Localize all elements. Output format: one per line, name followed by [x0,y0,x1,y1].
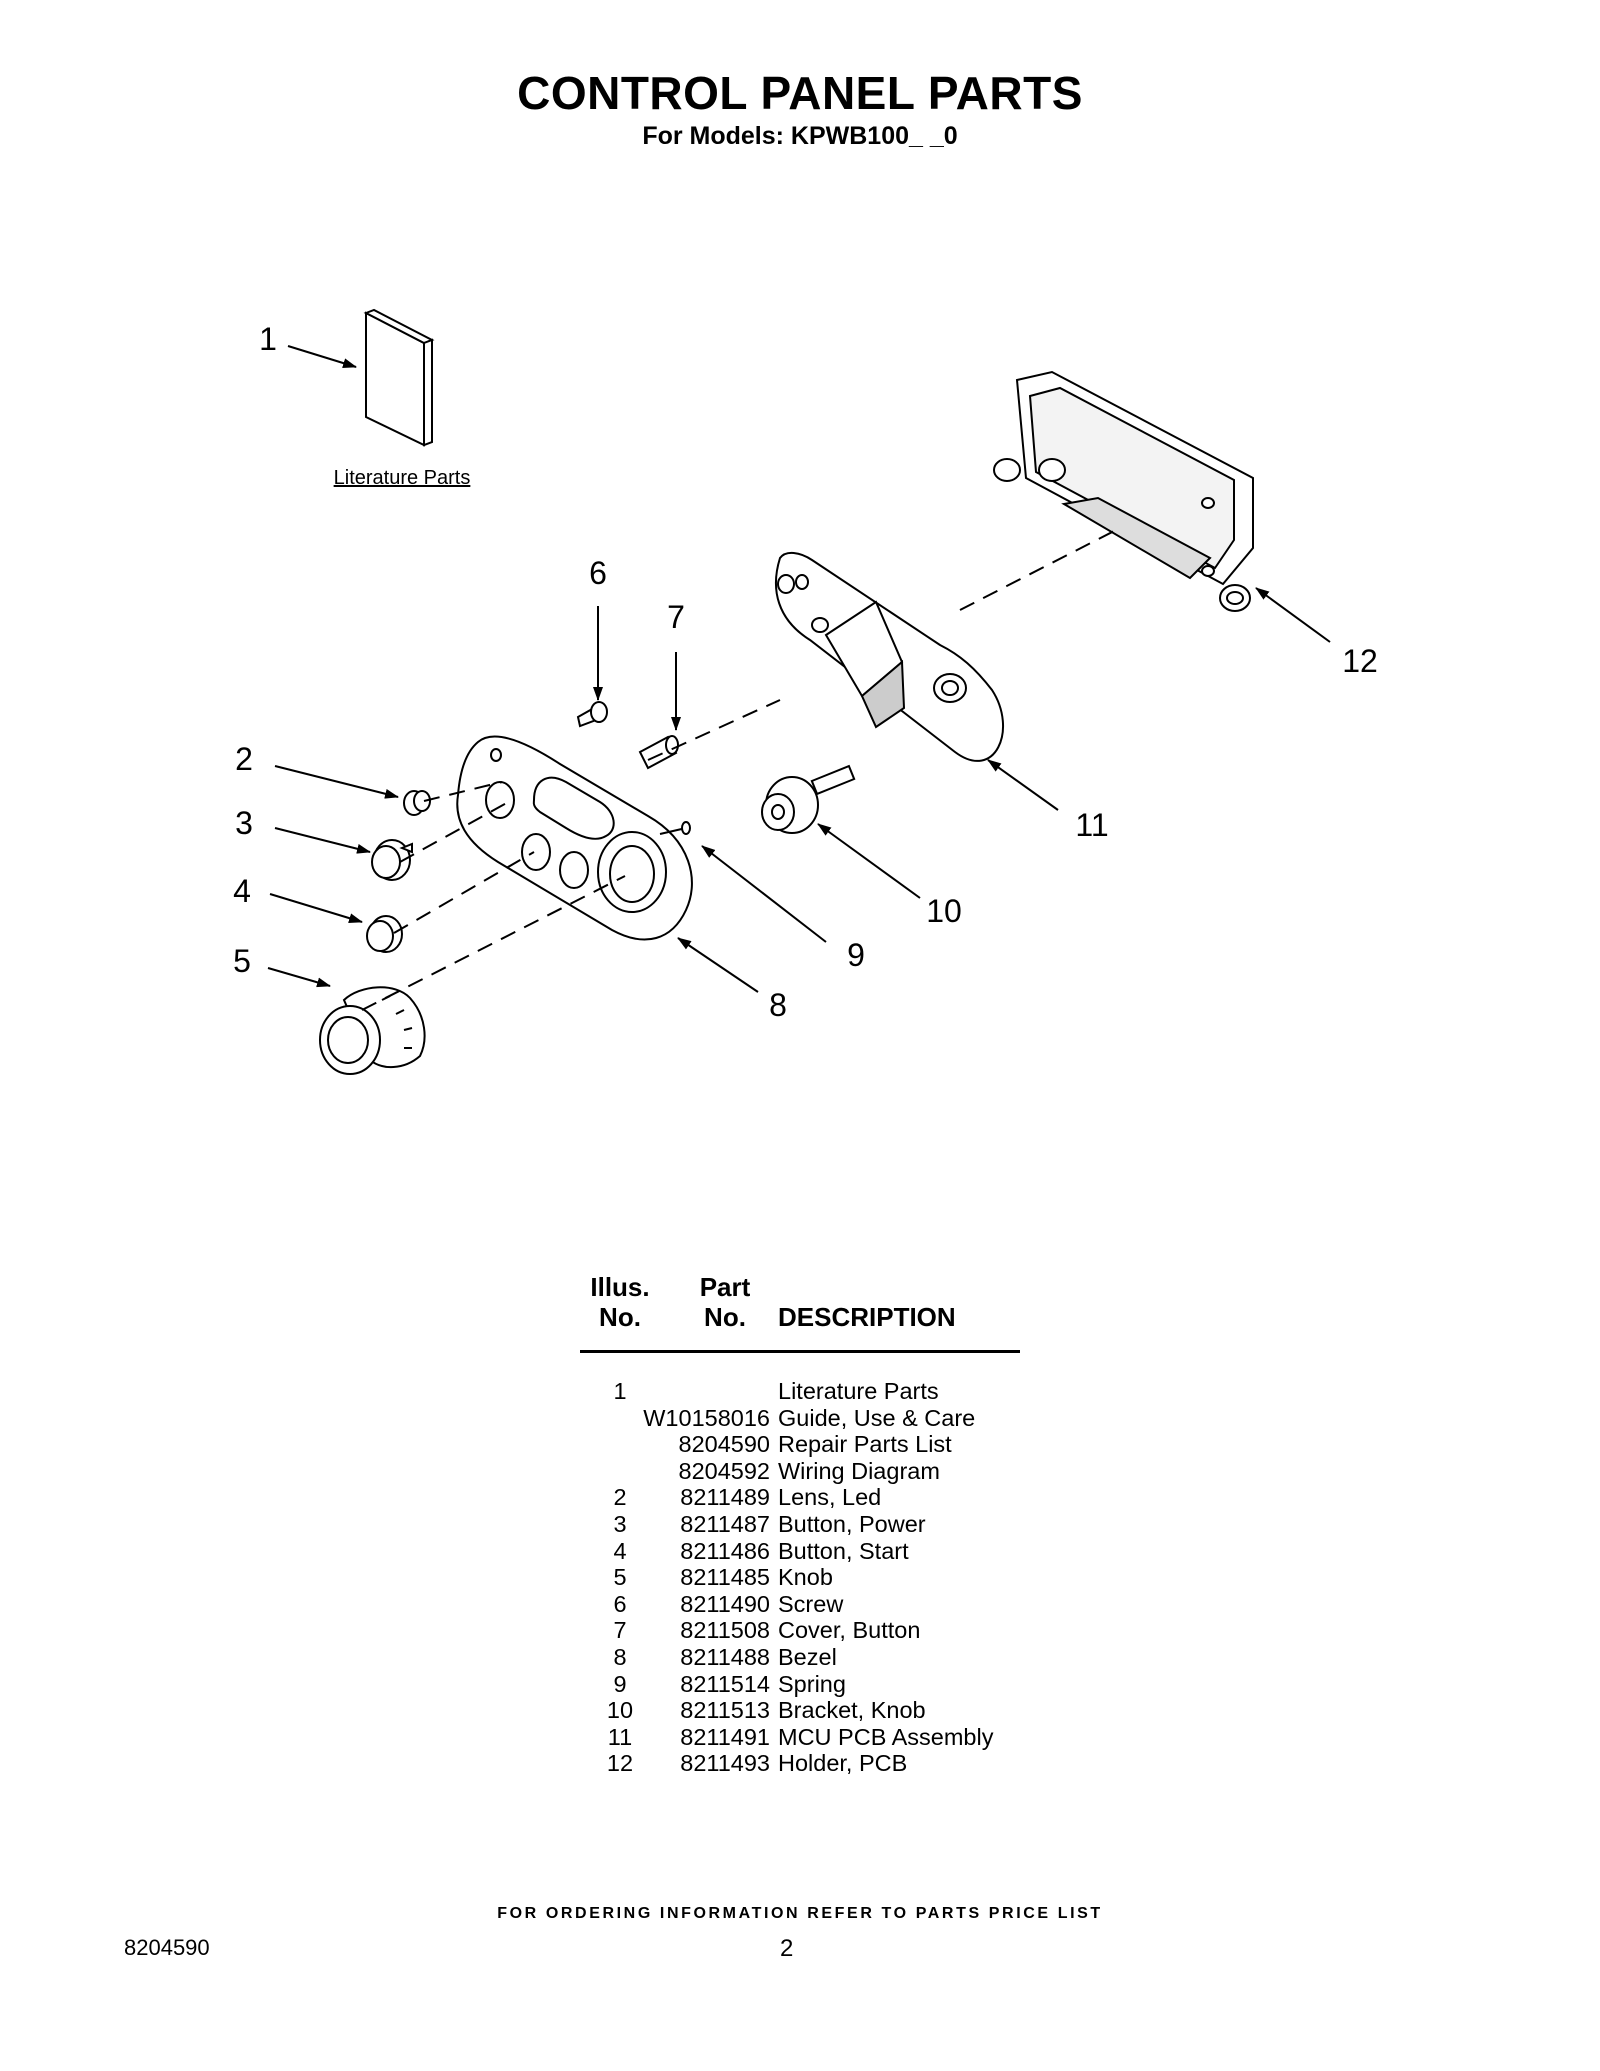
illus-no-cell: 6 [613,1590,627,1617]
pcb-holder [993,370,1254,612]
part-no-cell: 8211488 [680,1643,770,1670]
callout-9: 9 [847,937,865,973]
illus-no-cell: 2 [613,1484,627,1511]
description-cell: Button, Power [778,1510,926,1537]
part-no-cell: 8211489 [680,1484,770,1511]
description-cell: Button, Start [778,1537,909,1564]
illus-no-cell: 7 [613,1617,627,1644]
callout-6: 6 [589,555,607,591]
callout-4: 4 [233,873,251,909]
description-cell: Holder, PCB [778,1750,908,1777]
description-cell: Bracket, Knob [778,1697,926,1724]
knob [319,986,426,1075]
part-no-cell: 8211514 [680,1670,770,1697]
callout-2: 2 [235,741,253,777]
callout-8: 8 [769,987,787,1023]
illus-no-cell: 1 [613,1378,627,1404]
header-illus-no: Illus. No. [580,1272,660,1332]
part-no-cell: 8204590 [678,1431,771,1458]
description-cell: Bezel [778,1643,837,1670]
description-cell: Screw [778,1590,844,1617]
description-cell: Spring [778,1670,846,1697]
callout-11: 11 [1075,807,1108,843]
part-no-cell: 8211490 [680,1590,770,1617]
bezel [456,735,693,941]
part-no-cell: W10158016 [643,1404,770,1431]
description-cell: Lens, Led [778,1484,882,1511]
illus-no-cell: 12 [606,1750,634,1777]
part-no-cell: 8211508 [680,1617,770,1644]
knob-bracket [761,764,856,834]
literature-booklet [363,308,435,447]
led-lens [403,790,431,816]
header-illus-line1: Illus. [590,1272,650,1302]
button-cover [638,735,679,770]
illus-no-cell: 3 [613,1510,627,1537]
parts-table-header: Illus. No. Part No. DESCRIPTION [580,1272,1020,1353]
document-number: 8204590 [124,1935,210,1960]
description-cell: Guide, Use & Care [778,1404,976,1431]
models-subtitle: For Models: KPWB100_ _0 [642,122,958,150]
ordering-note: FOR ORDERING INFORMATION REFER TO PARTS … [497,1905,1103,1922]
description-cell: Repair Parts List [778,1431,952,1458]
header-part-line2: No. [704,1302,746,1332]
illus-no-cell: 8 [613,1643,627,1670]
illus-no-cell: 5 [613,1564,627,1591]
part-no-cell: 8211485 [680,1564,770,1591]
part-no-cell: 8211491 [680,1723,770,1750]
part-no-cell: 8211487 [680,1510,770,1537]
header-part-no: Part No. [680,1272,770,1332]
part-no-cell: 8204592 [678,1457,771,1484]
page-title: CONTROL PANEL PARTS [517,67,1083,119]
description-cell: Wiring Diagram [778,1457,940,1484]
callout-5: 5 [233,943,251,979]
header-illus-line2: No. [599,1302,641,1332]
leader-arrows [267,345,1331,993]
illus-no-cell: 11 [607,1723,633,1750]
callout-10: 10 [926,893,962,929]
alignment-lines [361,527,1121,1011]
callout-12: 12 [1342,643,1378,679]
callout-3: 3 [235,805,253,841]
power-button [371,839,413,881]
screw [576,701,608,728]
illus-no-cell: 9 [613,1670,627,1697]
description-cell: Literature Parts [778,1378,939,1404]
mcu-pcb [774,552,1005,762]
exploded-parts-diagram: Literature Parts [233,308,1378,1075]
illus-no-cell: 10 [606,1697,634,1724]
illus-no-cell: 4 [613,1537,627,1564]
header-part-line1: Part [699,1272,751,1302]
part-no-cell: 8211486 [680,1537,770,1564]
description-cell: MCU PCB Assembly [778,1723,994,1750]
header-description: DESCRIPTION [778,1302,956,1332]
literature-parts-label: Literature Parts [334,467,471,489]
description-cell: Knob [778,1564,833,1591]
callout-7: 7 [667,599,685,635]
callout-1: 1 [259,321,277,357]
part-no-cell: 8211513 [680,1697,770,1724]
start-button [366,915,403,953]
description-cell: Cover, Button [778,1617,921,1644]
part-no-cell: 8211493 [680,1750,770,1777]
page-number: 2 [780,1935,794,1962]
